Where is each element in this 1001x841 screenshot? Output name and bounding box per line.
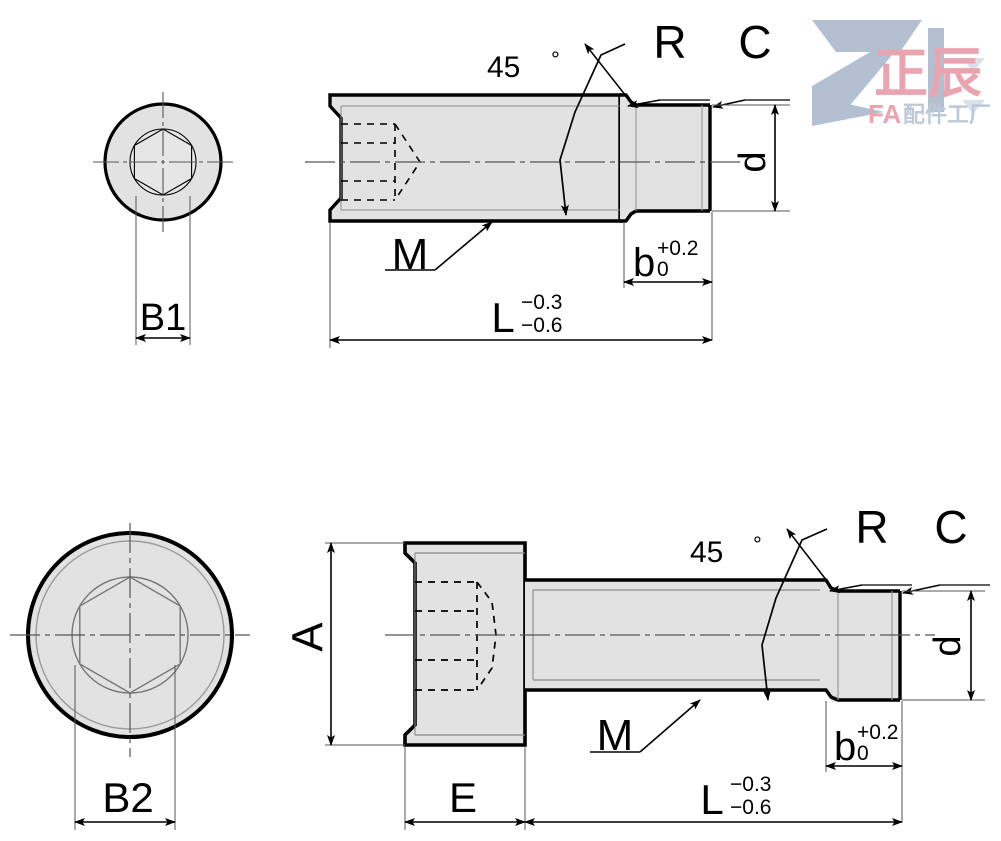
- fillet-label-r-b: R: [855, 501, 888, 553]
- chamfer-callout-c: C: [712, 16, 790, 109]
- r-leader-angled: [627, 99, 661, 109]
- dimension-e: E: [404, 746, 526, 830]
- angle-leader-b: [786, 528, 828, 582]
- dimension-label-d-b: d: [927, 635, 969, 656]
- watermark-z-mark: [812, 20, 944, 126]
- chamfer-label-c: C: [738, 16, 771, 68]
- thread-callout-m: M: [385, 221, 493, 279]
- dimension-label-e: E: [449, 774, 477, 821]
- watermark-brand-fa: FA: [868, 99, 901, 129]
- angle-arc-b: [761, 528, 828, 701]
- fillet-label-r: R: [653, 16, 686, 68]
- angle-arc: [559, 43, 626, 216]
- screw-body: [328, 93, 622, 223]
- chamfer-callout-c-b: C: [902, 501, 990, 595]
- hex-socket: [133, 128, 193, 196]
- top-end-view: B1: [93, 92, 233, 345]
- dimension-label-b1: B1: [140, 297, 186, 339]
- r-leader-angled-b: [829, 584, 863, 594]
- angle-value: 45: [487, 51, 520, 84]
- dimension-label-l-b: L: [700, 776, 723, 823]
- angle-leader: [584, 43, 627, 97]
- dimension-label-b-b: b: [834, 725, 856, 769]
- neck-profile-bottom: [620, 209, 710, 223]
- dimension-l: L −0.3 −0.6: [329, 222, 713, 348]
- dimension-b-b: b +0.2 0: [825, 701, 903, 822]
- b-tolerance-lower-b: 0: [857, 742, 869, 765]
- dimension-label-d: d: [732, 151, 774, 172]
- bottom-side-view: A E 45 ° R C: [284, 501, 990, 830]
- c-leader-angled-b: [902, 584, 941, 595]
- thread-label-m-b: M: [597, 711, 634, 760]
- watermark-brand-cn: 正辰: [874, 42, 982, 105]
- top-side-view: 45 ° R C M d: [305, 16, 790, 348]
- watermark-logo: 正辰 FA 配件工厂: [812, 20, 991, 129]
- m-leader-angled-b: [639, 699, 701, 753]
- neck-profile-bottom-b: [820, 688, 900, 702]
- l-tolerance-upper-b: −0.3: [730, 773, 771, 796]
- dimension-d: d: [712, 104, 790, 212]
- dimension-d-b: d: [902, 590, 985, 701]
- watermark-brand-sub-cn: 配件工厂: [903, 103, 991, 128]
- dimension-b: b +0.2 0: [623, 212, 713, 340]
- thread-callout-m-b: M: [590, 699, 701, 760]
- dimension-label-a: A: [284, 622, 333, 652]
- b-tolerance-upper-b: +0.2: [857, 721, 898, 744]
- c-leader-angled: [712, 99, 746, 109]
- l-tolerance-lower: −0.6: [521, 314, 562, 337]
- m-leader-angled: [434, 221, 493, 271]
- bottom-end-view: B2: [10, 523, 250, 830]
- degree-symbol-b: °: [753, 532, 762, 557]
- neck-fill-b: [820, 580, 900, 703]
- l-tolerance-upper: −0.3: [521, 291, 562, 314]
- dimension-l-b: L −0.3 −0.6: [524, 773, 903, 826]
- dimension-a: A: [284, 542, 405, 746]
- b-tolerance-lower: 0: [657, 258, 669, 281]
- degree-symbol: °: [551, 47, 560, 72]
- screw-head: [403, 541, 527, 747]
- dimension-label-b2: B2: [102, 774, 153, 821]
- b-tolerance-upper: +0.2: [657, 237, 698, 260]
- dimension-label-b: b: [633, 241, 655, 285]
- fillet-callout-r-b: R: [829, 501, 912, 594]
- thread-label-m: M: [392, 230, 429, 279]
- chamfer-label-c-b: C: [934, 501, 967, 553]
- fillet-callout-r: R: [627, 16, 710, 109]
- angle-callout: 45 °: [487, 43, 627, 216]
- watermark-accent-marks: [962, 58, 985, 114]
- angle-callout-b: 45 °: [690, 528, 828, 701]
- l-tolerance-lower-b: −0.6: [730, 796, 771, 819]
- neck-fill: [620, 95, 710, 221]
- angle-value-b: 45: [690, 536, 723, 569]
- dimension-label-l: L: [491, 294, 514, 341]
